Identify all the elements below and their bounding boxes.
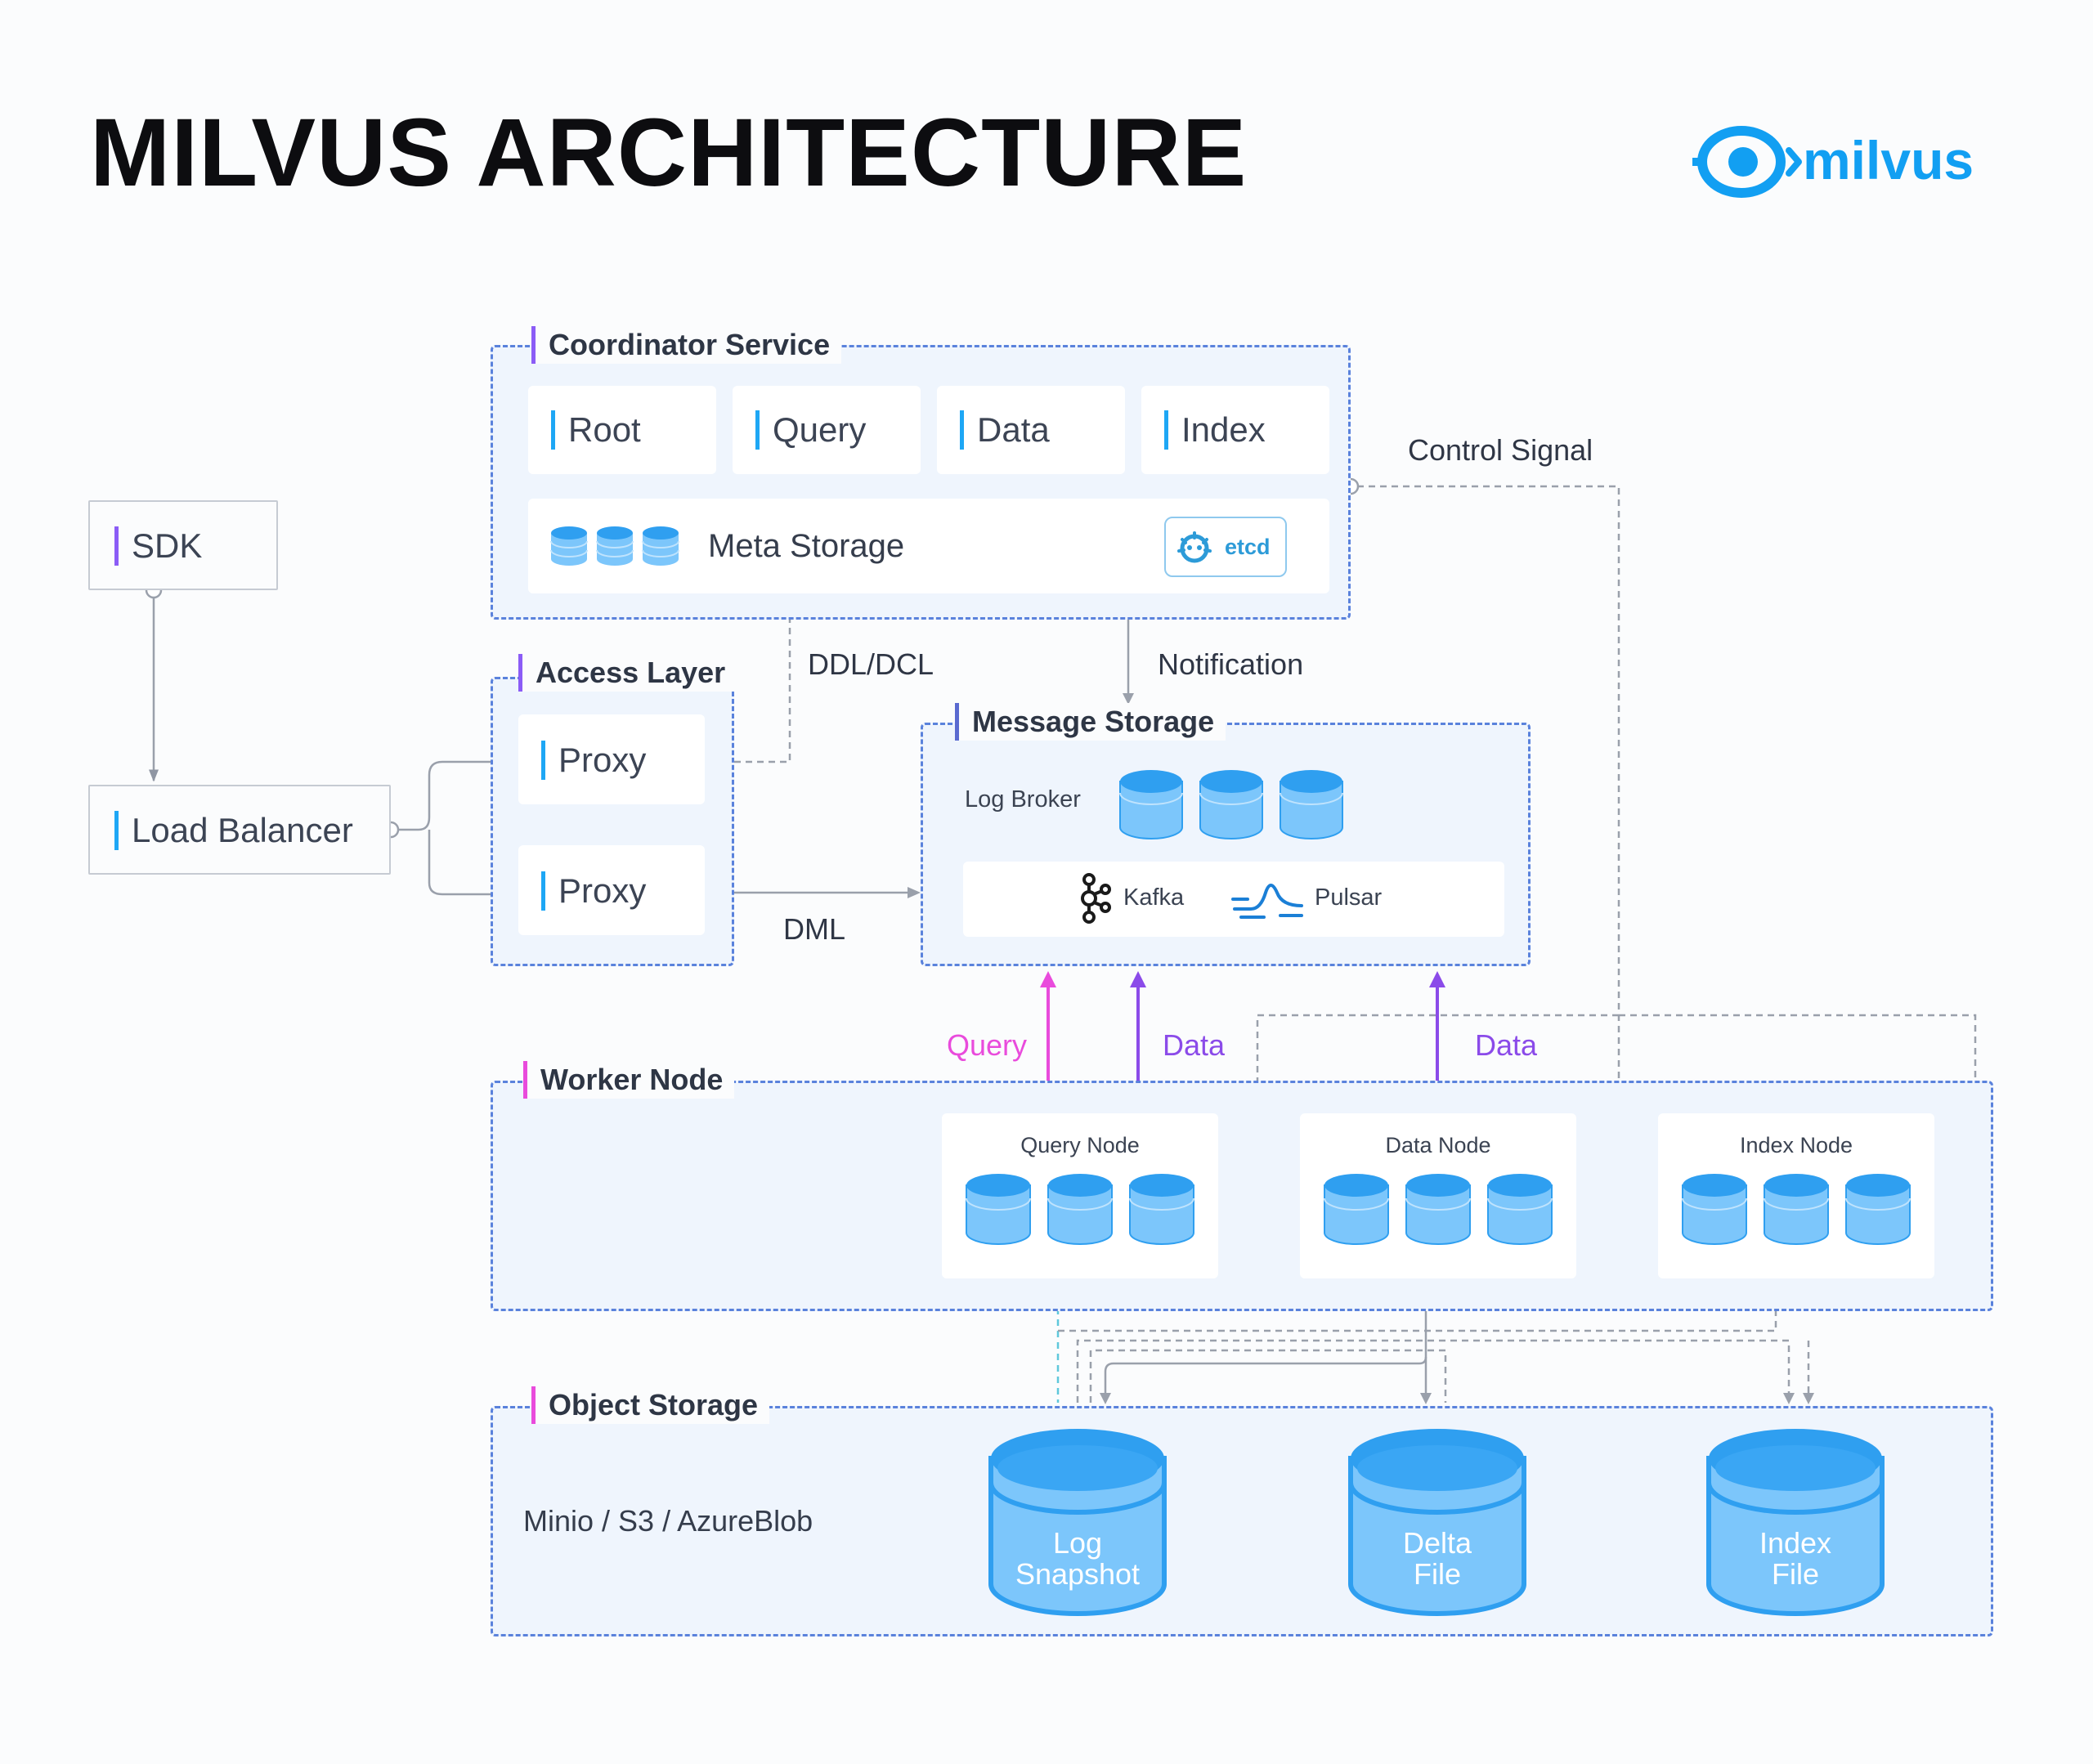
proxy-2-label: Proxy <box>541 871 646 911</box>
index-file-line1: Index <box>1759 1526 1832 1560</box>
proxy-1-label: Proxy <box>541 741 646 780</box>
coordinator-root[interactable]: Root <box>528 386 716 474</box>
index-node-label: Index Node <box>1739 1133 1853 1157</box>
data-label-1: Data <box>1163 1028 1226 1062</box>
control-signal-label: Control Signal <box>1408 433 1593 467</box>
delta-file[interactable]: Delta File <box>1347 1424 1527 1617</box>
delta-file-line2: File <box>1413 1557 1461 1591</box>
proxy-2[interactable]: Proxy <box>518 845 705 935</box>
data-node[interactable]: Data Node <box>1300 1113 1576 1278</box>
lb-to-proxy-lines <box>399 760 517 896</box>
kafka-icon <box>1081 873 1111 924</box>
coordinator-data[interactable]: Data <box>937 386 1125 474</box>
log-broker-cylinders-icon <box>1119 769 1343 839</box>
worker-node-title: Worker Node <box>523 1061 735 1099</box>
query-node-cylinders-icon <box>966 1173 1194 1245</box>
milvus-eye-icon <box>1692 126 1802 198</box>
log-snapshot-line1: Log <box>1052 1526 1103 1560</box>
etcd-icon <box>1177 531 1212 563</box>
broker-options-card: Kafka Pulsar <box>963 862 1504 937</box>
coordinator-index-label: Index <box>1164 410 1266 450</box>
log-snapshot-line2: Snapshot <box>1015 1557 1141 1591</box>
kafka-label: Kafka <box>1123 884 1185 911</box>
proxy-1[interactable]: Proxy <box>518 714 705 804</box>
query-label: Query <box>947 1028 1028 1062</box>
data-node-label: Data Node <box>1385 1133 1491 1157</box>
access-layer-title: Access Layer <box>518 654 737 692</box>
logo-text[interactable]: milvus <box>1803 130 1974 190</box>
log-snapshot-cylinder-icon <box>988 1429 1167 1616</box>
message-storage-title: Message Storage <box>955 703 1226 741</box>
data-label-2: Data <box>1475 1028 1538 1062</box>
coordinator-index[interactable]: Index <box>1141 386 1329 474</box>
index-file-line2: File <box>1771 1557 1819 1591</box>
page-title: MILVUS ARCHITECTURE <box>90 99 1248 207</box>
dml-label: DML <box>783 912 846 946</box>
ddl-dcl-label: DDL/DCL <box>808 647 934 681</box>
delta-file-line1: Delta <box>1402 1526 1472 1560</box>
sdk-label: SDK <box>114 526 202 566</box>
meta-storage-cylinders-icon <box>550 526 679 566</box>
coordinator-service-title: Coordinator Service <box>531 326 842 364</box>
sdk-box[interactable]: SDK <box>88 500 278 590</box>
query-node[interactable]: Query Node <box>942 1113 1218 1278</box>
etcd-badge: etcd <box>1164 517 1287 577</box>
object-storage-title: Object Storage <box>531 1386 770 1424</box>
object-storage-backends: Minio / S3 / AzureBlob <box>523 1504 813 1538</box>
meta-storage-card[interactable]: Meta Storage etcd <box>528 499 1329 593</box>
query-node-label: Query Node <box>1020 1133 1140 1157</box>
coordinator-query-label: Query <box>755 410 866 450</box>
notification-label: Notification <box>1158 647 1304 681</box>
index-file[interactable]: Index File <box>1705 1424 1885 1617</box>
coordinator-data-label: Data <box>960 410 1050 450</box>
load-balancer-box[interactable]: Load Balancer <box>88 785 391 875</box>
meta-storage-label: Meta Storage <box>708 528 905 564</box>
load-balancer-label: Load Balancer <box>114 811 353 850</box>
index-node-cylinders-icon <box>1682 1173 1911 1245</box>
etcd-label: etcd <box>1225 535 1271 559</box>
data-node-cylinders-icon <box>1324 1173 1553 1245</box>
log-broker-label: Log Broker <box>965 786 1081 813</box>
pulsar-label: Pulsar <box>1315 884 1383 911</box>
log-snapshot-file[interactable]: Log Snapshot <box>988 1424 1168 1617</box>
coordinator-root-label: Root <box>551 410 641 450</box>
coordinator-query[interactable]: Query <box>733 386 921 474</box>
index-node[interactable]: Index Node <box>1658 1113 1934 1278</box>
ddl-dcl-line <box>711 595 791 763</box>
pulsar-icon <box>1231 884 1303 919</box>
